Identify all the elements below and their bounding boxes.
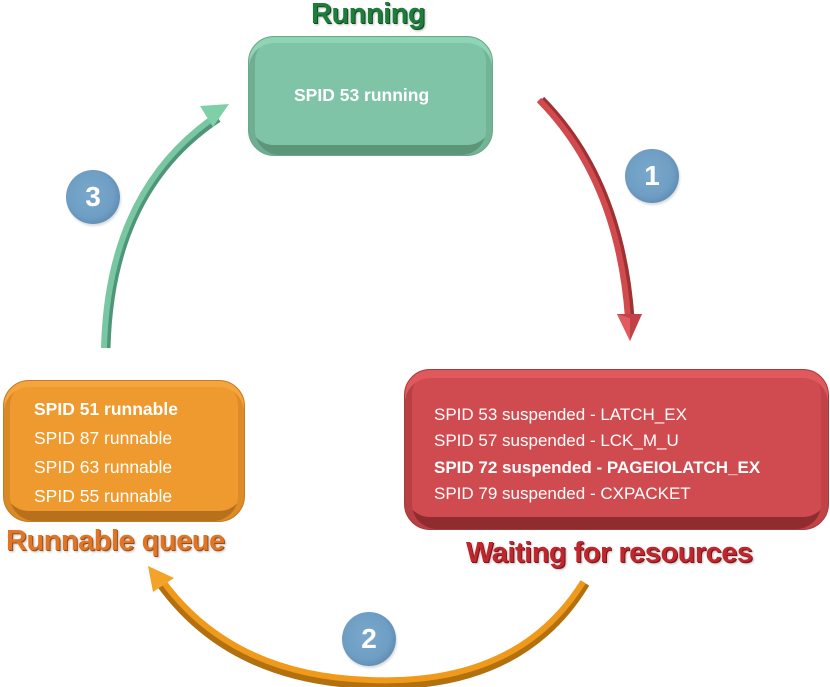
runnable-process-line: SPID 55 runnable xyxy=(34,486,173,506)
running-state-title: Running xyxy=(311,0,426,30)
waiting-process-line: SPID 79 suspended - CXPACKET xyxy=(434,484,691,503)
arrow-runnable-to-running xyxy=(101,104,229,349)
waiting-process-line: SPID 72 suspended - PAGEIOLATCH_EX xyxy=(434,458,761,477)
waiting-resources-box: SPID 53 suspended - LATCH_EX SPID 57 sus… xyxy=(404,369,829,530)
step-1-badge: 1 xyxy=(625,149,679,203)
step-3-badge: 3 xyxy=(66,170,120,224)
arrow-waiting-to-runnable xyxy=(148,566,590,687)
runnable-process-line: SPID 87 runnable xyxy=(34,428,173,448)
runnable-queue-box: SPID 51 runnable SPID 87 runnable SPID 6… xyxy=(3,380,245,522)
runnable-process-line: SPID 63 runnable xyxy=(34,457,173,477)
runnable-process-line: SPID 51 runnable xyxy=(34,399,178,419)
running-process-line: SPID 53 running xyxy=(294,85,430,105)
waiting-process-line: SPID 53 suspended - LATCH_EX xyxy=(434,405,687,424)
step-2-badge: 2 xyxy=(342,612,396,666)
arrow-running-to-waiting xyxy=(536,96,642,341)
waiting-process-line: SPID 57 suspended - LCK_M_U xyxy=(434,431,679,450)
running-state-box: SPID 53 running xyxy=(248,36,493,156)
runnable-queue-title: Runnable queue xyxy=(6,525,225,557)
waiting-resources-title: Waiting for resources xyxy=(466,537,753,569)
